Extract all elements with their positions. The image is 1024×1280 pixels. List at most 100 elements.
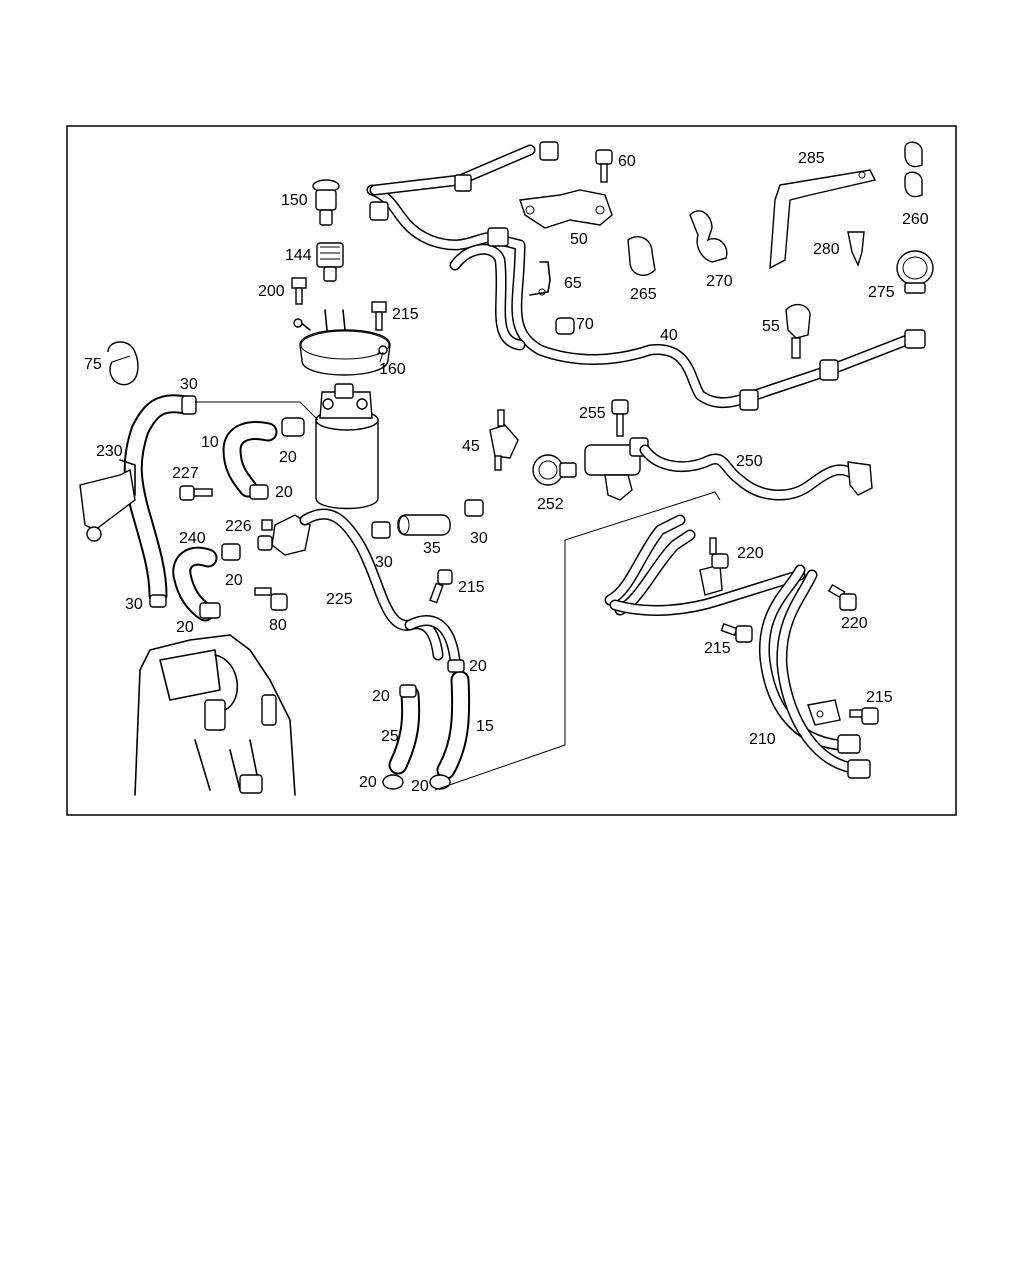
hose-230 [79,394,195,605]
screw-227 [179,485,213,501]
clamp-275 [896,250,934,294]
part-252 [532,454,577,486]
clip-30-top [181,395,197,415]
clip-75 [107,341,139,386]
label-10: 10 [201,434,219,451]
label-20-d: 20 [176,619,194,636]
label-260: 260 [902,211,929,228]
connector-35 [397,514,451,536]
label-200: 200 [258,283,285,300]
screw-215-top [371,301,387,331]
label-45: 45 [462,438,480,455]
screw-60 [595,149,613,183]
connector-226 [257,514,311,556]
label-285: 285 [798,150,825,167]
label-160: 160 [379,361,406,378]
screw-220-a [709,537,729,569]
bracket-65 [529,261,551,296]
valve-250 [584,437,873,501]
label-215-mid: 215 [458,579,485,596]
label-20-a: 20 [279,449,297,466]
label-30-c: 30 [375,554,393,571]
diagram-frame [66,125,957,816]
label-20-g: 20 [359,774,377,791]
label-215-d: 215 [866,689,893,706]
screw-200 [291,277,307,305]
label-30-top: 30 [180,376,198,393]
label-20-f: 20 [372,688,390,705]
hose-240 [172,546,218,622]
screw-80 [254,587,288,611]
label-265: 265 [630,286,657,303]
label-15: 15 [476,718,494,735]
pipe-225 [299,508,461,666]
clip-20-e [447,659,465,673]
label-20-h: 20 [411,778,429,795]
label-220-b: 220 [841,615,868,632]
part-144 [316,242,344,282]
hose-15 [436,670,471,780]
sensor-45 [489,409,519,471]
label-230: 230 [96,443,123,460]
label-20-b: 20 [275,484,293,501]
clip-30-bottom [149,594,167,608]
label-255: 255 [579,405,606,422]
detail-inset [434,491,871,791]
label-215-c: 215 [704,640,731,657]
label-35: 35 [423,540,441,557]
label-75: 75 [84,356,102,373]
clip-20-d [199,602,221,619]
clip-265 [627,236,656,276]
label-250: 250 [736,453,763,470]
clip-260 [904,141,923,198]
bracket-285 [769,169,877,270]
label-240: 240 [179,530,206,547]
screw-215-d [849,707,879,725]
clip-70 [555,317,575,335]
label-30-bottom: 30 [125,596,143,613]
label-144: 144 [285,247,312,264]
label-270: 270 [706,273,733,290]
label-20-e: 20 [469,658,487,675]
label-70: 70 [576,316,594,333]
label-50: 50 [570,231,588,248]
label-280: 280 [813,241,840,258]
clip-20-a [281,417,305,437]
label-20-c: 20 [225,572,243,589]
hose-10 [222,421,278,498]
screw-215-c [720,622,753,643]
fuel-filter [315,383,379,510]
label-227: 227 [172,465,199,482]
bracket-160 [293,309,391,376]
clip-280 [847,231,865,267]
clip-30-d [464,499,484,517]
connector-55 [785,303,811,359]
clip-20-h [429,774,451,790]
label-55: 55 [762,318,780,335]
label-25: 25 [381,728,399,745]
part-150 [312,179,340,226]
label-40: 40 [660,327,678,344]
label-60: 60 [618,153,636,170]
label-215-top: 215 [392,306,419,323]
label-80: 80 [269,617,287,634]
hose-25 [388,685,421,775]
label-210: 210 [749,731,776,748]
screw-220-b [827,583,857,611]
clip-20-b [249,484,269,500]
label-225: 225 [326,591,353,608]
clip-30-c [371,521,391,539]
fuel-line-40 [366,141,926,411]
screw-215-mid [429,569,453,604]
label-275: 275 [868,284,895,301]
label-30-d: 30 [470,530,488,547]
clip-270 [689,210,728,263]
clip-20-c [221,543,241,561]
screw-255 [611,399,629,437]
label-252: 252 [537,496,564,513]
clip-20-g [382,774,404,790]
bracket-50 [519,189,613,229]
engine-pump [134,634,296,796]
label-150: 150 [281,192,308,209]
